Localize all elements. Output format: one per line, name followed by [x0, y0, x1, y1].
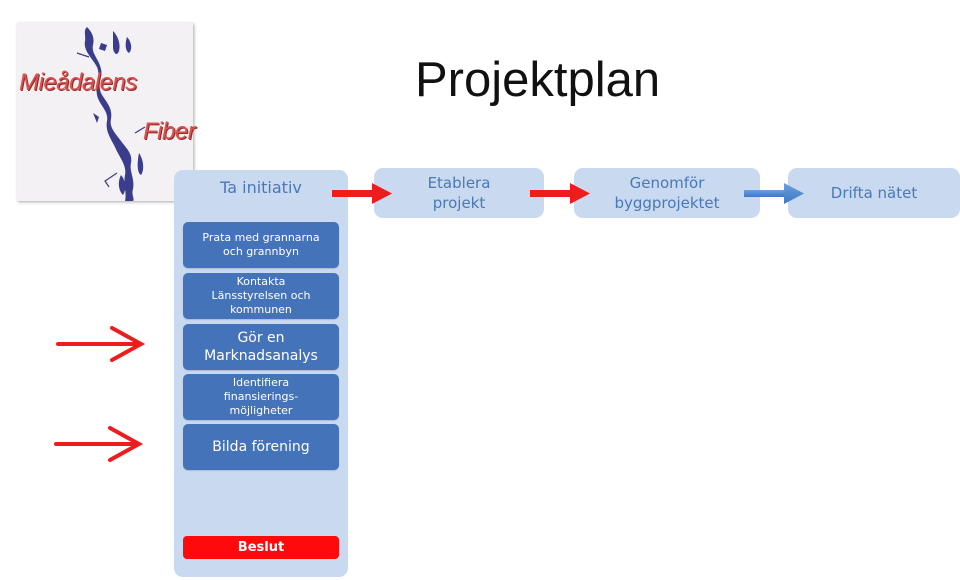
- flow-arrow-1: [332, 183, 392, 204]
- page-title: Projektplan: [415, 53, 661, 107]
- step-identify-financing: Identifiera finansierings- möjligheter: [183, 374, 339, 420]
- phase-initiative-heading: Ta initiativ: [220, 178, 302, 197]
- step-market-analysis: Gör en Marknadsanalys: [183, 324, 339, 370]
- phase-operate-network: Drifta nätet: [788, 168, 960, 218]
- logo: Mieådalens Fiber: [17, 23, 196, 201]
- logo-text-line2: Fiber: [143, 118, 196, 145]
- decision-box: Beslut: [183, 536, 339, 559]
- flow-arrow-3: [744, 183, 804, 204]
- lake-map-icon: [76, 27, 146, 201]
- red-pointer-arrow-icon: [54, 426, 144, 462]
- phase-establish-project: Etablera projekt: [374, 168, 544, 218]
- flow-arrow-2: [530, 183, 590, 204]
- step-contact-authorities: Kontakta Länsstyrelsen och kommunen: [183, 273, 339, 319]
- red-pointer-arrow-icon: [56, 326, 146, 362]
- step-form-association: Bilda förening: [183, 424, 339, 470]
- logo-text-line1: Mieådalens: [19, 69, 137, 96]
- phase-build-project: Genomför byggprojektet: [574, 168, 760, 218]
- step-talk-neighbours: Prata med grannarna och grannbyn: [183, 222, 339, 268]
